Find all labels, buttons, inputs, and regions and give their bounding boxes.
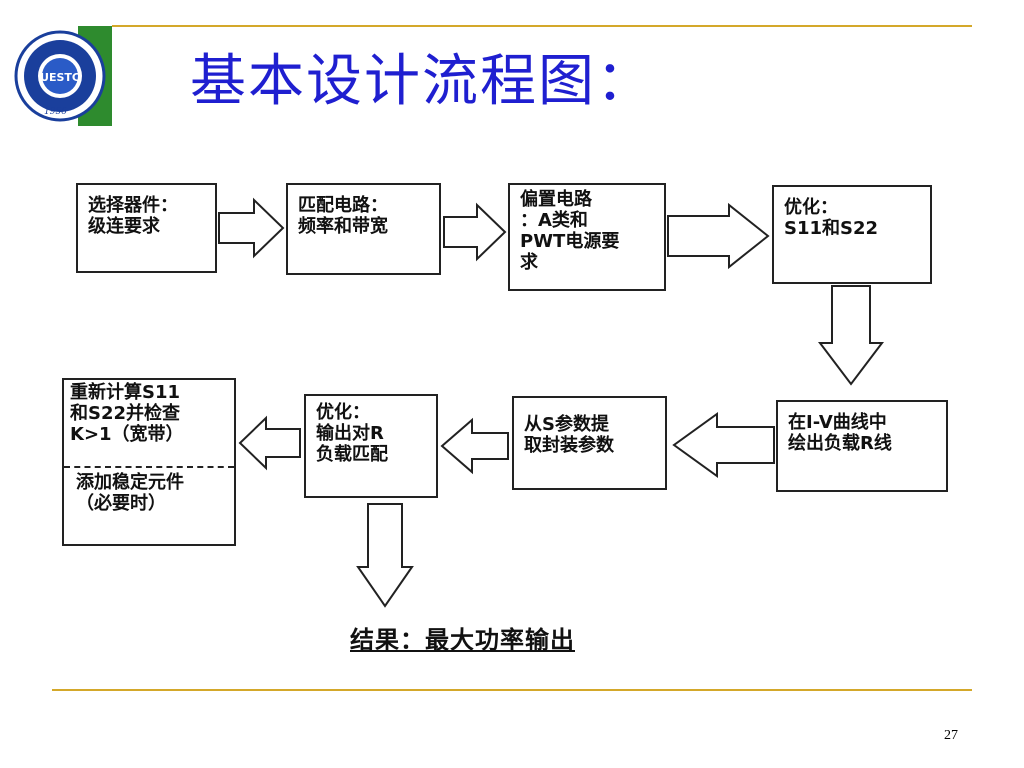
box-divider <box>64 466 234 468</box>
box-extract-package: 从S参数提 取封装参数 <box>512 396 667 490</box>
box-select-device: 选择器件： 级连要求 <box>76 183 217 273</box>
arrow-right-2 <box>443 202 507 262</box>
arrow-down-1 <box>817 285 885 386</box>
university-logo: UESTC 1956 <box>14 26 112 126</box>
bottom-rule <box>52 689 972 691</box>
arrow-left-1 <box>672 412 775 478</box>
box-bias-circuit: 偏置电路 ：A类和 PWT电源要 求 <box>508 183 666 291</box>
arrow-right-1 <box>218 197 285 259</box>
page-number: 27 <box>944 728 958 743</box>
box-optimize-output: 优化： 输出对R 负载匹配 <box>304 394 438 498</box>
arrow-down-2 <box>356 503 414 608</box>
top-rule <box>112 25 972 27</box>
logo-text: UESTC <box>40 71 80 84</box>
box-recalculate-top: 重新计算S11 和S22并检查 K>1（宽带） <box>70 382 184 445</box>
arrow-left-2 <box>440 417 509 475</box>
box-recalculate-bottom: 添加稳定元件 （必要时） <box>76 472 184 514</box>
box-optimize-s11-s22: 优化： S11和S22 <box>772 185 932 284</box>
box-matching-circuit: 匹配电路： 频率和带宽 <box>286 183 441 275</box>
page-title: 基本设计流程图： <box>190 49 654 114</box>
arrow-right-3 <box>667 202 770 270</box>
box-recalculate: 重新计算S11 和S22并检查 K>1（宽带） 添加稳定元件 （必要时） <box>62 378 236 546</box>
result-text: 结果：最大功率输出 <box>350 626 575 654</box>
logo-year: 1956 <box>44 107 67 117</box>
arrow-left-3 <box>238 415 301 471</box>
box-load-line: 在I-V曲线中 绘出负载R线 <box>776 400 948 492</box>
